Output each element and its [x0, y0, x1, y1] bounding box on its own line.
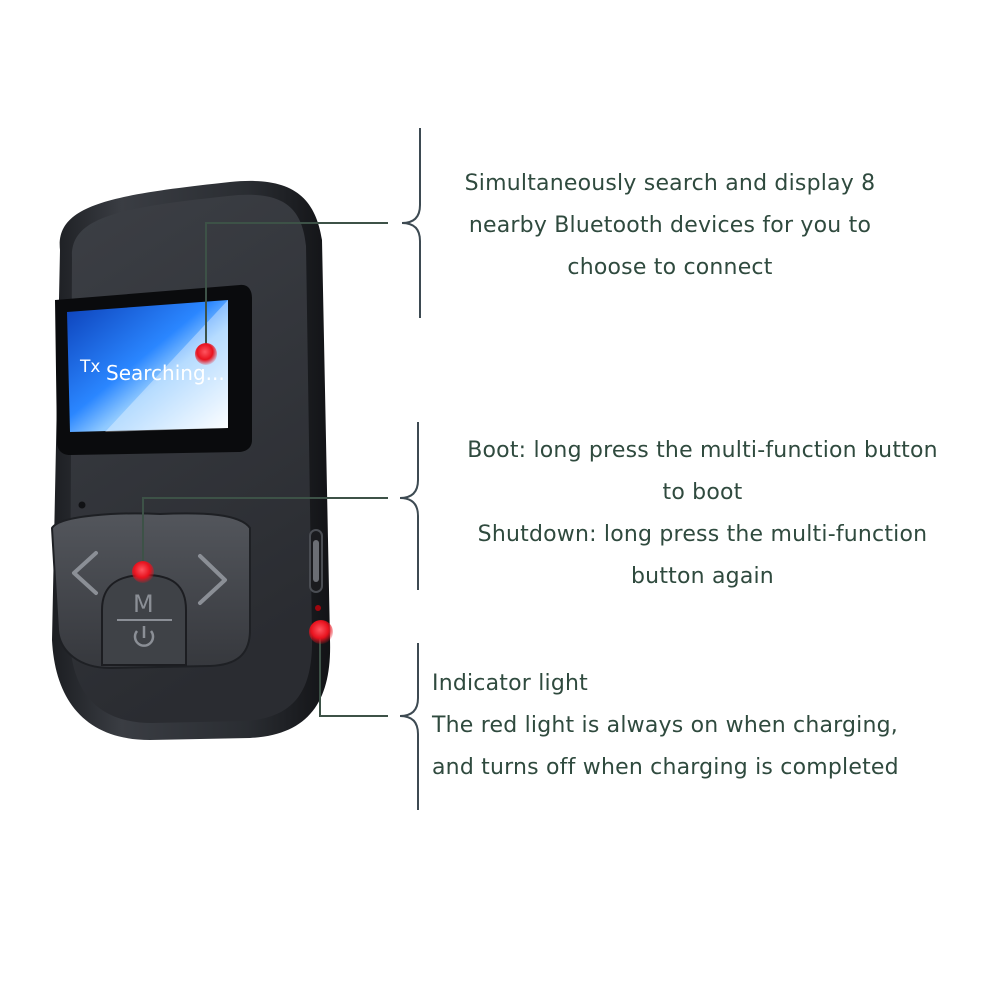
screen-status-text: Searching... — [106, 361, 225, 385]
callout-line: nearby Bluetooth devices for you to — [468, 213, 872, 238]
callout-indicator-text: Indicator light The red light is always … — [432, 663, 972, 789]
callout-line: choose to connect — [567, 255, 773, 280]
brace-search — [401, 128, 421, 318]
callout-line: The red light is always on when charging… — [432, 713, 898, 738]
callout-line: Indicator light — [432, 671, 588, 696]
power-icon — [133, 626, 155, 647]
callout-boot-text: Boot: long press the multi-function butt… — [430, 430, 975, 598]
screen-glare — [105, 300, 228, 432]
leader-line-search — [205, 222, 388, 352]
callout-line: to boot — [662, 480, 743, 505]
mic-hole — [78, 501, 86, 509]
marker-button — [132, 561, 154, 583]
callout-search-text: Simultaneously search and display 8 near… — [425, 163, 915, 289]
leader-line-boot — [142, 497, 388, 572]
marker-screen — [195, 343, 217, 365]
multi-function-button[interactable]: M — [101, 573, 187, 666]
indicator-led — [315, 605, 321, 611]
center-button-label: M — [133, 590, 154, 618]
leader-line-indicator — [319, 632, 388, 717]
lcd-screen — [67, 300, 228, 432]
callout-line: Boot: long press the multi-function butt… — [467, 438, 938, 463]
callout-line: and turns off when charging is completed — [432, 755, 899, 780]
marker-indicator — [309, 620, 333, 644]
screen-mode-label: Tx — [79, 357, 100, 377]
callout-line: Simultaneously search and display 8 — [464, 171, 876, 196]
right-button[interactable] — [198, 554, 227, 605]
left-button[interactable] — [72, 551, 98, 595]
chevron-left-icon — [72, 551, 98, 595]
callout-line: Shutdown: long press the multi-function — [477, 522, 928, 547]
brace-boot — [399, 422, 419, 590]
brace-indicator — [399, 643, 419, 810]
chevron-right-icon — [198, 554, 227, 605]
callout-line: button again — [631, 564, 774, 589]
